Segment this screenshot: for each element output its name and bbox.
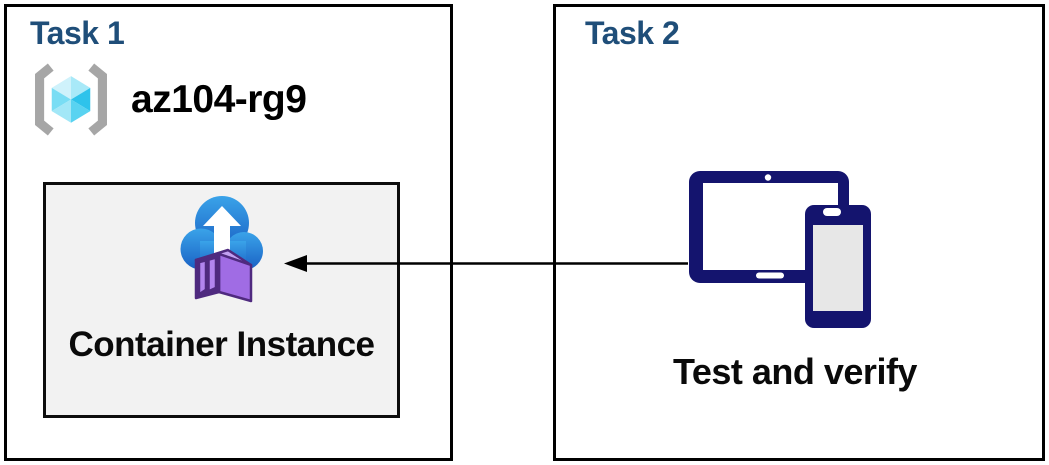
task1-title: Task 1 (30, 15, 125, 51)
task2-title: Task 2 (585, 15, 680, 51)
resource-group-icon (33, 63, 109, 137)
container-instance-label: Container Instance (68, 325, 375, 364)
container-cube (194, 248, 253, 303)
connector-arrow (284, 255, 688, 272)
resource-group-name: az104-rg9 (131, 78, 307, 121)
phone-icon (805, 205, 871, 328)
upload-arrow (203, 206, 241, 256)
arrowhead-left (284, 255, 307, 272)
resource-group-row: az104-rg9 (33, 63, 307, 137)
container-instance-panel: Container Instance (43, 182, 400, 418)
test-and-verify-label: Test and verify (673, 351, 917, 392)
tablet-phone-icon (687, 167, 875, 332)
container-instance-icon (180, 193, 268, 305)
task1-box: Task 1 az104-rg9 (4, 4, 453, 461)
task2-box: Task 2 Test and verify (553, 4, 1045, 461)
